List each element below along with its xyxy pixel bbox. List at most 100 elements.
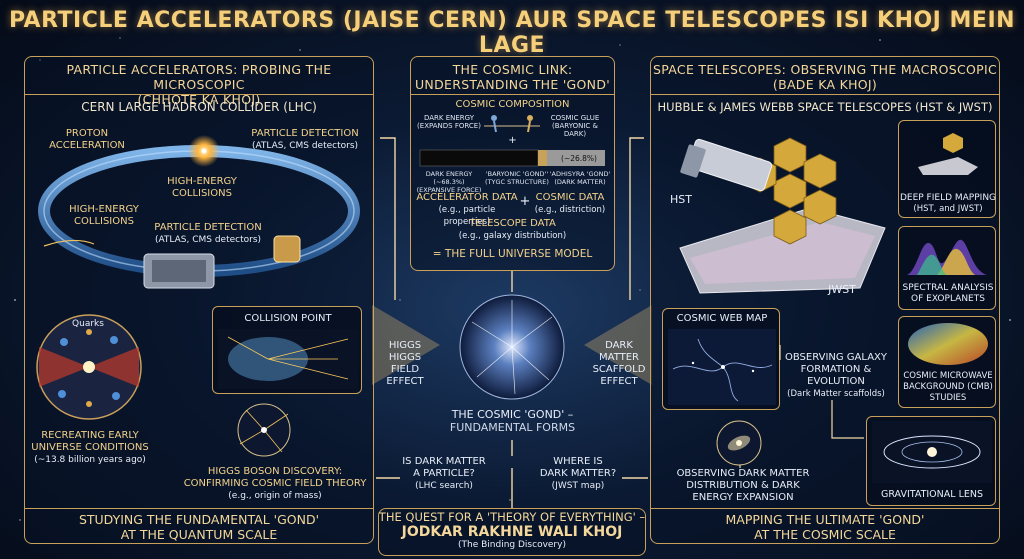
dms-l2: SCAFFOLD	[592, 364, 646, 375]
collision-point-box: COLLISION POINT	[212, 306, 362, 394]
center-footer-l2: JODKAR RAKHNE WALI KHOJ	[401, 524, 623, 540]
main-title: PARTICLE ACCELERATORS (JAISE CERN) AUR S…	[8, 8, 1016, 58]
data-plus-sign: +	[519, 194, 531, 209]
higgs-boson-label: HIGGS BOSON DISCOVERY: CONFIRMING COSMIC…	[180, 466, 370, 502]
cosmic-web-image	[668, 329, 776, 405]
he2-l2: COLLISIONS	[74, 216, 134, 227]
left-divider	[24, 94, 374, 95]
hf-l2: HIGGS FIELD	[388, 352, 422, 375]
quarks-label: Quarks	[72, 319, 104, 329]
higgs-l3: (e.g., origin of mass)	[228, 491, 322, 501]
center-footer: THE QUEST FOR A 'THEORY OF EVERYTHING' –…	[378, 510, 646, 550]
gal-l2: FORMATION &	[800, 364, 872, 375]
sp-l2: OF EXOPLANETS	[911, 294, 985, 304]
pd-top-l1: PARTICLE DETECTION	[251, 128, 359, 139]
proton-l2: ACCELERATION	[49, 140, 125, 151]
odm-l1: OBSERVING DARK MATTER	[676, 468, 810, 479]
sp-l1: SPECTRAL ANALYSIS	[902, 283, 994, 293]
telescopes-heading: HUBBLE & JAMES WEBB SPACE TELESCOPES (HS…	[657, 100, 993, 114]
cd-l2: (e.g., distriction)	[534, 205, 606, 215]
cg-l2: (BARYONIC & DARK)	[551, 122, 598, 138]
dms-l3: EFFECT	[600, 376, 638, 387]
higgs-field-effect-label: HIGGS HIGGS FIELD EFFECT	[374, 340, 436, 388]
cosmic-web-sphere	[459, 294, 565, 400]
acc-l1: ACCELERATOR DATA	[416, 192, 518, 203]
composition-plus: +	[508, 135, 517, 146]
deep-field-box: DEEP FIELD MAPPING (HST, and JWST)	[898, 120, 996, 218]
cmb-box: COSMIC MICROWAVE BACKGROUND (CMB) STUDIE…	[898, 316, 996, 408]
center-heading-l2: UNDERSTANDING THE 'GOND'	[414, 77, 610, 92]
right-footer-l2: AT THE COSMIC SCALE	[754, 527, 896, 542]
center-panel-heading: THE COSMIC LINK: UNDERSTANDING THE 'GOND…	[410, 62, 615, 92]
q2-l2: DARK MATTER?	[539, 468, 617, 479]
lens-image	[872, 421, 992, 483]
proton-l1: PROTON	[65, 128, 109, 139]
right-panel-heading: SPACE TELESCOPES: OBSERVING THE MACROSCO…	[650, 62, 1000, 92]
left-footer-divider	[24, 508, 374, 509]
df-l2: (HST, and JWST)	[913, 204, 983, 214]
tug-of-war-icon	[484, 115, 540, 133]
center-divider	[410, 94, 615, 95]
cmb-l2: BACKGROUND (CMB)	[903, 382, 993, 392]
cmb-l1: COSMIC MICROWAVE	[903, 371, 993, 381]
tel-l1: TELESCOPE DATA	[469, 218, 556, 229]
df-l1: DEEP FIELD MAPPING	[899, 193, 997, 203]
cd-l1: COSMIC DATA	[535, 192, 605, 203]
odm-l2: DISTRIBUTION & DARK	[686, 480, 800, 491]
q1-l2: A PARTICLE?	[413, 468, 475, 479]
telescope-data-label: TELESCOPE DATA (e.g., galaxy distributio…	[430, 218, 595, 242]
pd-mid-l2: (ATLAS, CMS detectors)	[154, 235, 262, 245]
baryonic-bar	[538, 150, 547, 166]
dark-energy-force-label: DARK ENERGY (EXPANDS FORCE)	[414, 114, 484, 130]
def-l2: (EXPANDS FORCE)	[417, 122, 481, 130]
hst-label: HST	[670, 193, 692, 206]
pd-top-l2: (ATLAS, CMS detectors)	[251, 141, 359, 151]
particle-detection-top-label: PARTICLE DETECTION (ATLAS, CMS detectors…	[245, 128, 365, 152]
cosmic-data-label: COSMIC DATA (e.g., distriction)	[528, 192, 612, 216]
center-heading-l1: THE COSMIC LINK:	[452, 62, 573, 77]
left-heading-line1: PARTICLE ACCELERATORS: PROBING THE MICRO…	[66, 62, 332, 92]
gal-l4: (Dark Matter scaffolds)	[787, 389, 885, 399]
hf-l1: HIGGS	[388, 340, 422, 351]
left-panel-heading: PARTICLE ACCELERATORS: PROBING THE MICRO…	[24, 62, 374, 107]
right-footer: MAPPING THE ULTIMATE 'GOND' AT THE COSMI…	[650, 512, 1000, 542]
composition-bar	[419, 149, 605, 167]
quarks-illustration	[36, 314, 142, 420]
cosmic-gond-label: THE COSMIC 'GOND' – FUNDAMENTAL FORMS	[420, 408, 605, 434]
right-heading-line1: SPACE TELESCOPES: OBSERVING THE MACROSCO…	[653, 62, 997, 77]
right-heading-line2: (BADE KA KHOJ)	[772, 77, 878, 92]
rec-l3: (~13.8 billion years ago)	[34, 455, 146, 465]
telescopes-illustration	[679, 137, 886, 294]
right-footer-l1: MAPPING THE ULTIMATE 'GOND'	[725, 512, 925, 527]
spectral-box: SPECTRAL ANALYSIS OF EXOPLANETS	[898, 226, 996, 310]
bar-dark-matter-label: 'ADHISYRA 'GOND' (DARK MATTER)	[548, 170, 612, 186]
right-footer-divider	[650, 508, 1000, 509]
lhc-heading: CERN LARGE HADRON COLLIDER (LHC)	[81, 100, 317, 114]
bdm-l2: (DARK MATTER)	[554, 178, 606, 186]
cmb-map	[908, 323, 988, 365]
higgs-event-display	[237, 403, 291, 457]
gal-l1: OBSERVING GALAXY	[784, 352, 887, 363]
high-energy-collisions-label-2: HIGH-ENERGY COLLISIONS	[64, 204, 144, 228]
question-where-dark-matter: WHERE IS DARK MATTER? (JWST map)	[530, 456, 626, 492]
gond-l2: FUNDAMENTAL FORMS	[449, 421, 576, 434]
he2-l1: HIGH-ENERGY	[69, 204, 139, 215]
gond-l1: THE COSMIC 'GOND' –	[451, 408, 574, 421]
bde-l2: (EXPANSIVE FORCE)	[416, 186, 482, 194]
accelerator-data-label: ACCELERATOR DATA (e.g., particle propert…	[414, 192, 520, 228]
left-footer-l2: AT THE QUANTUM SCALE	[120, 527, 278, 542]
jwst-mini-image	[918, 133, 978, 175]
galaxy-formation-label: OBSERVING GALAXY FORMATION & EVOLUTION (…	[780, 352, 892, 400]
right-divider	[650, 94, 1000, 95]
universe-model-label: = THE FULL UNIVERSE MODEL	[432, 248, 593, 260]
bar-dark-energy-label: DARK ENERGY (~68.3%) (EXPANSIVE FORCE)	[414, 170, 484, 194]
def-l1: DARK ENERGY	[423, 114, 475, 122]
bar-baryonic-label: 'BARYONIC 'GOND'' (TYGC STRUCTURE)	[482, 170, 552, 186]
q1-l3: (LHC search)	[415, 481, 473, 491]
higgs-l1: HIGGS BOSON DISCOVERY:	[207, 466, 343, 477]
cosmic-composition-label: COSMIC COMPOSITION	[455, 99, 570, 110]
bdm-l1: 'ADHISYRA 'GOND'	[549, 170, 611, 178]
q2-l3: (JWST map)	[551, 481, 605, 491]
he-l1: HIGH-ENERGY	[167, 176, 237, 187]
